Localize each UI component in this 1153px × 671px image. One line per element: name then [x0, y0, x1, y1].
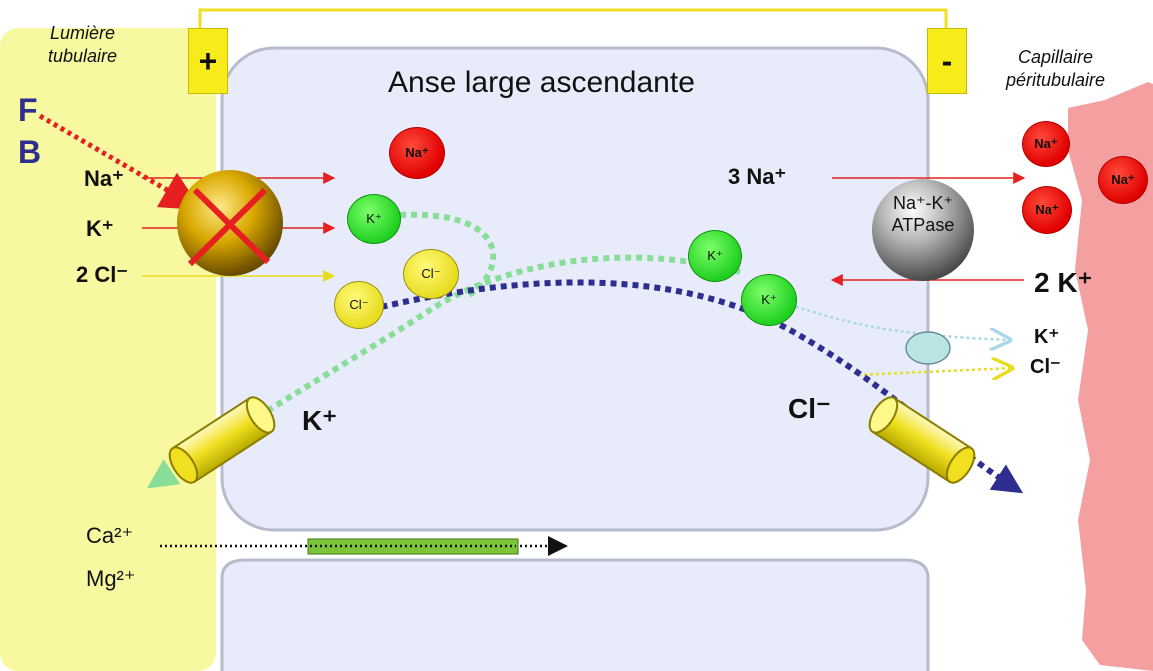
cl-channel	[868, 396, 976, 484]
capillary-label: Capillaire péritubulaire	[1006, 47, 1106, 90]
exit-k-label: K⁺	[1034, 326, 1059, 348]
drug-label-f: F	[18, 92, 38, 128]
tubular-cell	[220, 46, 930, 532]
blood-na-ion: Na⁺	[1022, 186, 1072, 234]
ca-label: Ca²⁺	[86, 523, 134, 548]
pump-label: Na⁺-K⁺ ATPase	[891, 193, 955, 235]
cell-cl-ion: Cl⁻	[403, 249, 459, 299]
pump-k-label: 2 K⁺	[1034, 267, 1093, 298]
cell-k-ion: K⁺	[347, 194, 401, 244]
k-channel	[168, 396, 276, 484]
exit-cl-label: Cl⁻	[1030, 356, 1061, 378]
potential-wire	[198, 8, 948, 28]
mg-label: Mg²⁺	[86, 566, 136, 591]
k-basolateral-path	[789, 303, 1010, 340]
positive-pole: +	[188, 28, 228, 94]
peritubular-capillary	[1068, 82, 1153, 671]
cell-k-ion: K⁺	[688, 230, 742, 282]
negative-pole: -	[927, 28, 967, 94]
drug-label-b: B	[18, 134, 42, 170]
lumen-k-label: K⁺	[86, 216, 114, 241]
cell-title: Anse large ascendante	[388, 66, 695, 99]
blood-na-ion: Na⁺	[1098, 156, 1148, 204]
lumen-label: Lumière tubulaire	[48, 23, 118, 66]
lumen-cl-label: 2 Cl⁻	[76, 262, 128, 287]
k-channel-label: K⁺	[302, 405, 337, 436]
cell-cl-ion: Cl⁻	[334, 281, 384, 329]
na-k-atpase-pump	[872, 179, 974, 281]
cl-channel-label: Cl⁻	[788, 393, 831, 424]
cell-na-ion: Na⁺	[389, 127, 445, 179]
kcl-channel	[905, 331, 951, 365]
blood-na-ion: Na⁺	[1022, 121, 1070, 167]
cell-k-ion: K⁺	[741, 274, 797, 326]
tubular-cell-lower	[220, 558, 930, 671]
paracellular-junction	[307, 538, 519, 555]
lumen-na-label: Na⁺	[84, 166, 124, 191]
pump-na-label: 3 Na⁺	[728, 164, 787, 189]
